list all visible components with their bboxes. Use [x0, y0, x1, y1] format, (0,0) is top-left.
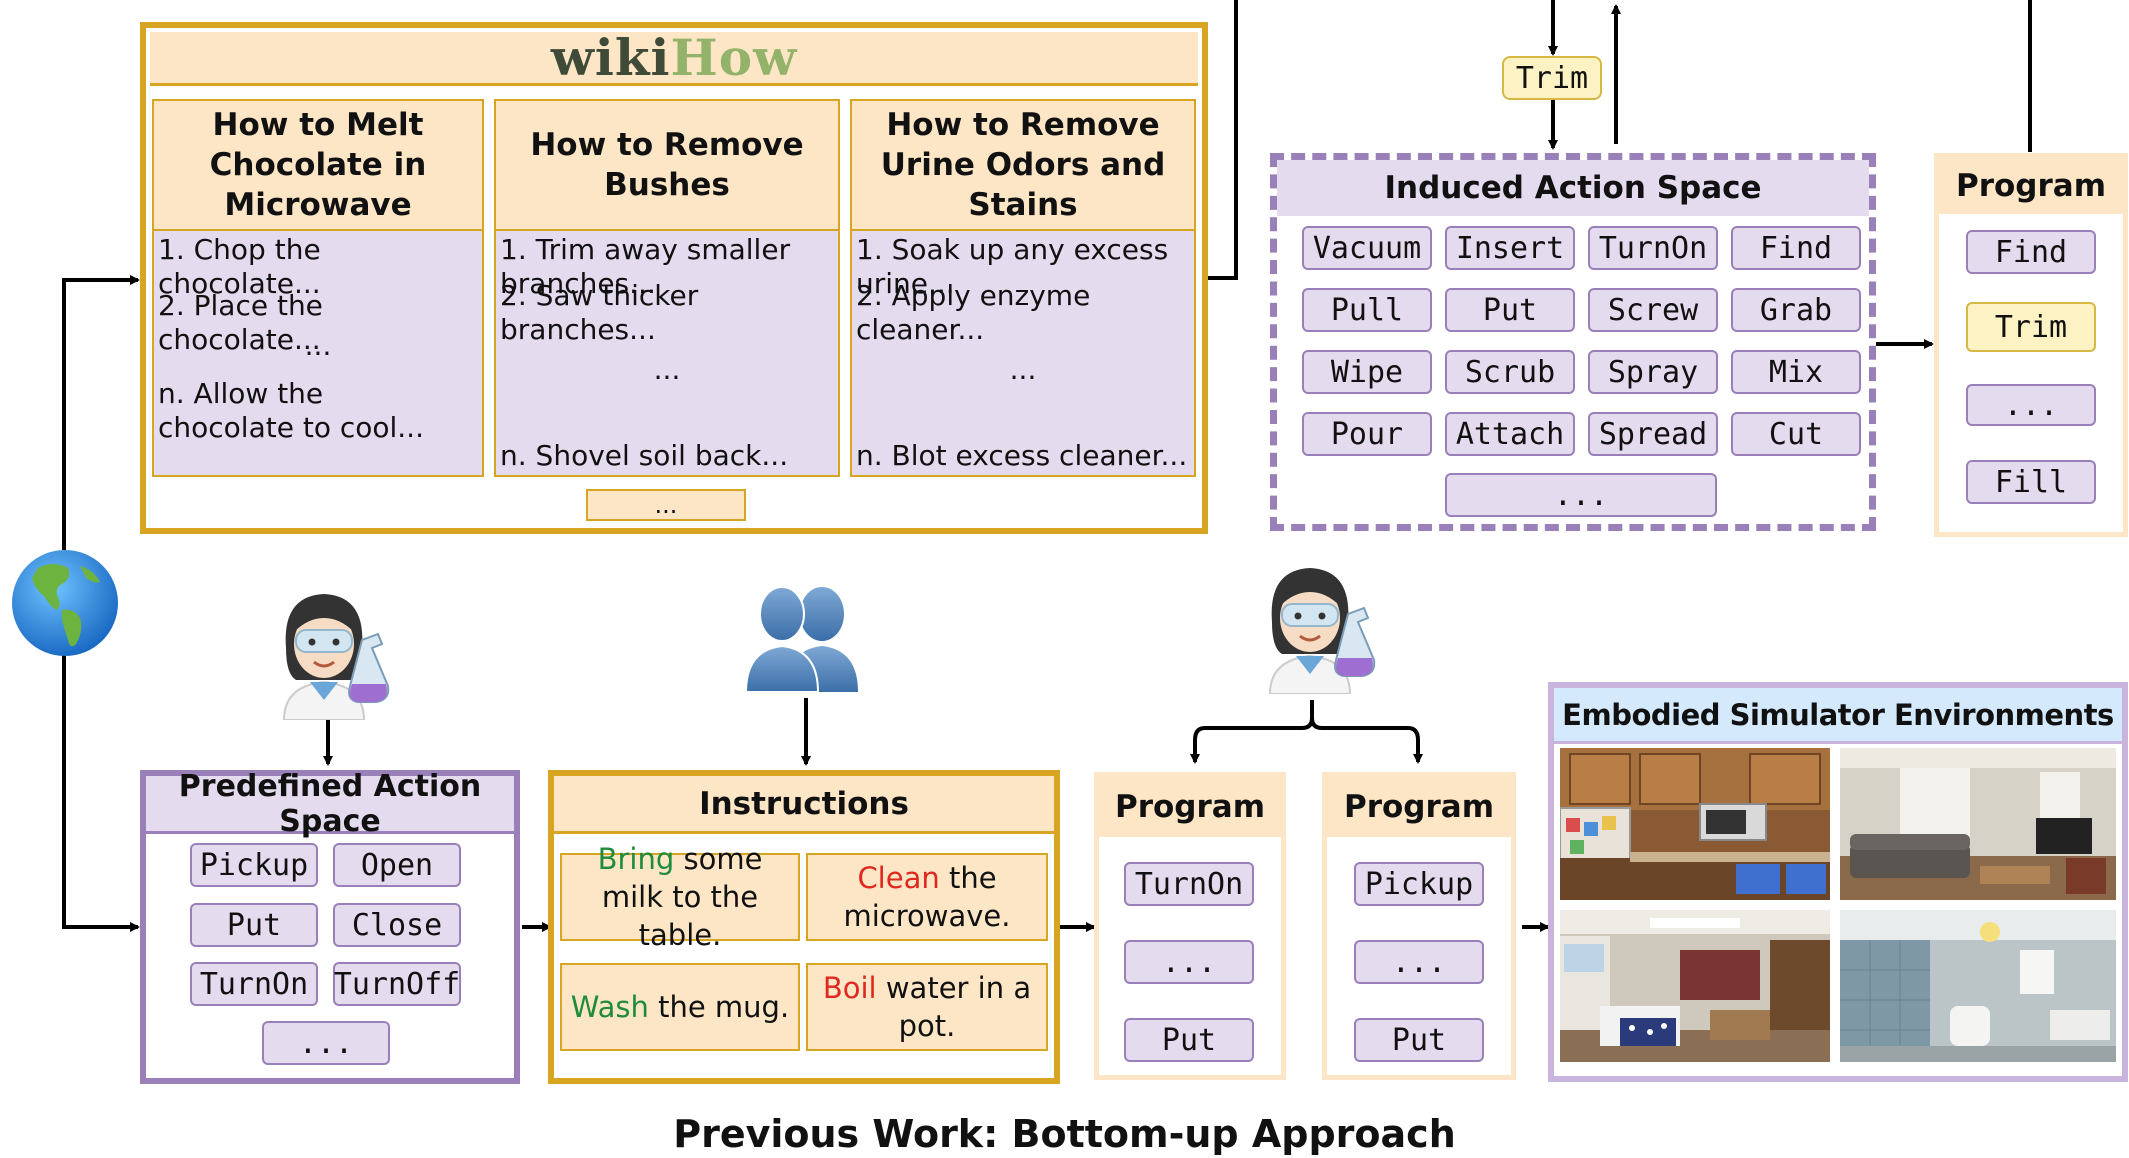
program-a-title: Program [1099, 777, 1281, 837]
wikihow-more-button[interactable]: ... [586, 489, 746, 521]
program-b-title: Program [1327, 777, 1511, 837]
article-1-step-2: 2. Place the chocolate... [158, 289, 323, 356]
article-1-step-n: n. Allow the chocolate to cool... [158, 377, 424, 444]
scientist-icon-right [1268, 568, 1376, 694]
induced-action-spread: Spread [1588, 412, 1718, 456]
predefined-action-close: Close [333, 903, 461, 947]
induced-action-cut: Cut [1731, 412, 1861, 456]
article-title-1: How to Melt Chocolate in Microwave [154, 101, 482, 231]
induced-action-screw: Screw [1588, 288, 1718, 332]
predefined-action-turnoff: TurnOff [333, 962, 461, 1006]
article-card-1: How to Melt Chocolate in Microwave 1. Ch… [152, 99, 484, 477]
instruction-2: Clean the microwave. [806, 853, 1048, 941]
program-a-step-turnon: TurnOn [1124, 862, 1254, 906]
program-top-step-trim: Trim [1966, 302, 2096, 352]
program-top-step-fill: Fill [1966, 460, 2096, 504]
program-a-step-put: Put [1124, 1018, 1254, 1062]
figure-caption: Previous Work: Bottom-up Approach [673, 1112, 1456, 1156]
article-2-step-ellipsis: ... [653, 353, 681, 386]
program-b-step-put: Put [1354, 1018, 1484, 1062]
article-1-step-ellipsis: ... [304, 329, 332, 362]
simulator-livingroom-image [1840, 748, 2116, 900]
predefined-action-pickup: Pickup [190, 843, 318, 887]
program-b-step-ellipsis: ... [1354, 940, 1484, 984]
induced-action-space: Induced Action Space [1270, 153, 1876, 531]
induced-action-space-title: Induced Action Space [1277, 160, 1869, 216]
instruction-2-text: the microwave. [843, 861, 1011, 933]
wikihow-header: wikiHow [150, 28, 1198, 87]
induced-action-attach: Attach [1445, 412, 1575, 456]
predefined-action-put: Put [190, 903, 318, 947]
induced-action-grab: Grab [1731, 288, 1861, 332]
instruction-4: Boil water in a pot. [806, 963, 1048, 1051]
globe-icon [12, 550, 118, 656]
simulator-bedroom-image [1560, 910, 1830, 1062]
article-2-step-n: n. Shovel soil back... [500, 439, 789, 472]
article-3-step-1: 1. Soak up any excess urine... [856, 233, 1169, 300]
induced-action-spray: Spray [1588, 350, 1718, 394]
article-3-step-n: n. Blot excess cleaner... [856, 439, 1188, 472]
people-icon [744, 586, 858, 693]
article-card-2: How to Remove Bushes 1. Trim away smalle… [494, 99, 840, 477]
induced-action-put: Put [1445, 288, 1575, 332]
trim-chip: Trim [1502, 56, 1602, 100]
instruction-1-verb: Bring [597, 842, 675, 876]
article-title-2: How to Remove Bushes [496, 101, 838, 231]
program-b-step-pickup: Pickup [1354, 862, 1484, 906]
simulator-kitchen-image [1560, 748, 1830, 900]
wikihow-logo-wiki: wiki [550, 28, 671, 87]
instruction-1-text: some milk to the table. [601, 842, 763, 952]
scientist-icon [282, 594, 390, 720]
instruction-3: Wash the mug. [560, 963, 800, 1051]
instruction-3-text: the mug. [648, 990, 790, 1024]
induced-action-wipe: Wipe [1302, 350, 1432, 394]
article-card-3: How to Remove Urine Odors and Stains 1. … [850, 99, 1196, 477]
induced-action-mix: Mix [1731, 350, 1861, 394]
instruction-3-verb: Wash [570, 990, 649, 1024]
article-1-step-1: 1. Chop the chocolate... [158, 233, 321, 300]
instruction-2-verb: Clean [857, 861, 940, 895]
program-top-step-find: Find [1966, 230, 2096, 274]
instruction-1: Bring some milk to the table. [560, 842, 800, 952]
article-2-step-1: 1. Trim away smaller branches... [500, 233, 791, 300]
article-3-step-2: 2. Apply enzyme cleaner... [856, 279, 1091, 346]
induced-action-pour: Pour [1302, 412, 1432, 456]
wikihow-logo-how: How [670, 28, 798, 87]
article-title-3: How to Remove Urine Odors and Stains [852, 101, 1194, 231]
induced-action-insert: Insert [1445, 226, 1575, 270]
instruction-4-text: water in a pot. [876, 971, 1032, 1043]
induced-action-turnon: TurnOn [1588, 226, 1718, 270]
induced-action-pull: Pull [1302, 288, 1432, 332]
article-3-step-ellipsis: ... [1009, 353, 1037, 386]
predefined-action-open: Open [333, 843, 461, 887]
predefined-action-turnon: TurnOn [190, 962, 318, 1006]
program-a-step-ellipsis: ... [1124, 940, 1254, 984]
simulator-title: Embodied Simulator Environments [1554, 688, 2122, 744]
induced-action-scrub: Scrub [1445, 350, 1575, 394]
instructions-title: Instructions [554, 776, 1054, 834]
instruction-4-verb: Boil [822, 971, 877, 1005]
program-top-title: Program [1939, 158, 2123, 214]
induced-action-vacuum: Vacuum [1302, 226, 1432, 270]
simulator-bathroom-image [1840, 910, 2116, 1062]
induced-more-chip[interactable]: ... [1445, 473, 1717, 517]
predefined-more-chip[interactable]: ... [262, 1021, 390, 1065]
article-2-step-2: 2. Saw thicker branches... [500, 279, 699, 346]
program-top-step-ellipsis: ... [1966, 384, 2096, 426]
wikihow-logo: wikiHow [551, 28, 797, 87]
predefined-action-space-title: Predefined Action Space [146, 769, 514, 839]
induced-action-find: Find [1731, 226, 1861, 270]
